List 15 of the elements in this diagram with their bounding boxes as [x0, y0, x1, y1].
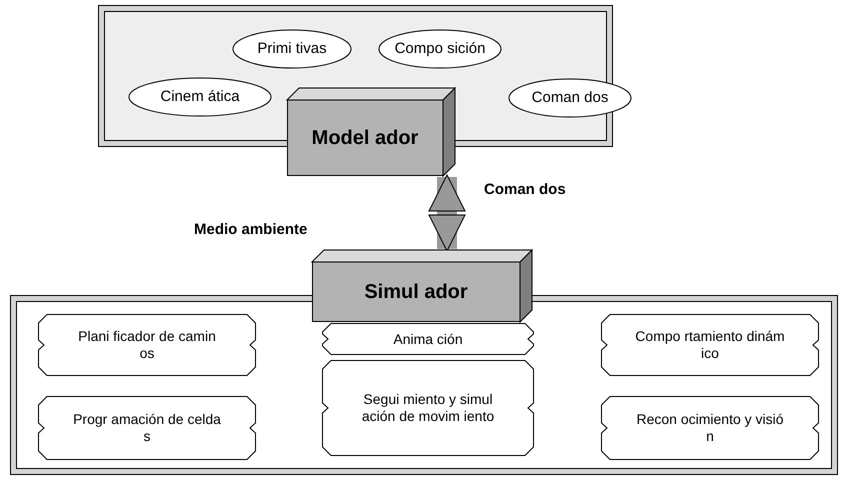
node-label: Progr amación de celda s [72, 411, 222, 445]
node-label: Compo rtamiento dinám ico [635, 328, 785, 362]
double-arrow [428, 174, 466, 252]
block-title: Simul ador [364, 280, 468, 304]
node-label: Compo sición [394, 40, 486, 58]
block-title: Model ador [312, 126, 418, 150]
arrow-label: Medio ambiente [194, 221, 308, 238]
node-label: Primi tivas [257, 40, 327, 58]
node-label: Recon ocimiento y visió n [635, 411, 785, 445]
node-label: Segui miento y simul ación de movim iento [360, 391, 496, 425]
node-label: Cinem ática [160, 88, 240, 106]
node-label: Coman dos [532, 89, 608, 107]
node-label: Plani ficador de camin os [77, 328, 217, 362]
node-label: Anima ción [393, 330, 463, 348]
arrow-label: Coman dos [484, 181, 566, 198]
